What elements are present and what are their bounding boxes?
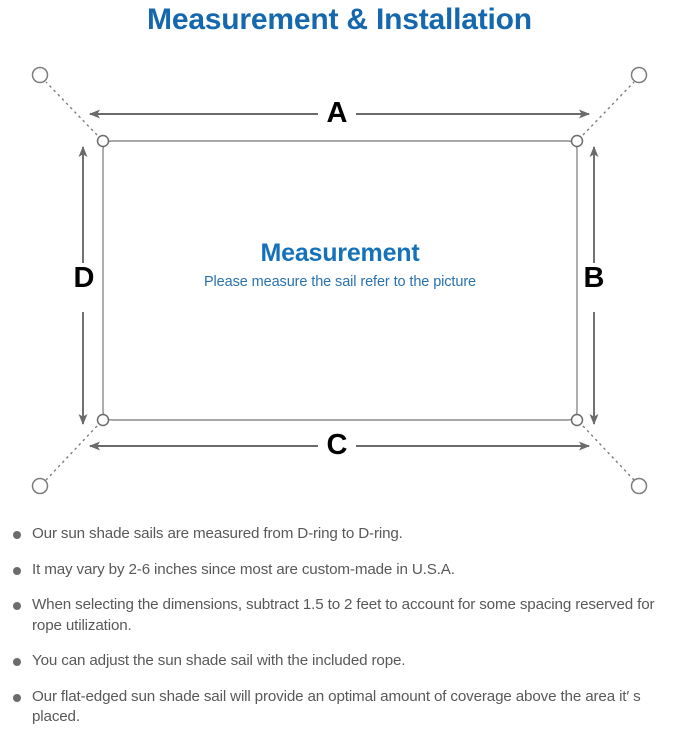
d-ring-bottom-left — [96, 413, 110, 427]
bullet-icon — [13, 602, 21, 610]
bullet-icon — [13, 531, 21, 539]
rope-line-top-right — [582, 81, 635, 136]
note-item: It may vary by 2-6 inches since most are… — [0, 560, 679, 581]
note-text: You can adjust the sun shade sail with t… — [32, 652, 406, 669]
notes-list: Our sun shade sails are measured from D-… — [0, 524, 679, 728]
note-text: When selecting the dimensions, subtract … — [32, 596, 655, 634]
anchor-point-top-right — [630, 66, 648, 84]
note-item: You can adjust the sun shade sail with t… — [0, 651, 679, 672]
dimension-label-c: C — [318, 430, 356, 460]
measurement-heading: Measurement — [260, 239, 420, 267]
diagram-svg — [31, 66, 648, 495]
measurement-caption: Measurement Please measure the sail refe… — [103, 238, 577, 293]
note-text: Our sun shade sails are measured from D-… — [32, 525, 403, 542]
measurement-subtitle: Please measure the sail refer to the pic… — [203, 274, 477, 290]
anchor-point-bottom-right — [630, 477, 648, 495]
page-title: Measurement & Installation — [147, 3, 532, 36]
anchor-point-bottom-left — [31, 477, 49, 495]
bullet-icon — [13, 693, 21, 702]
note-item: Our sun shade sails are measured from D-… — [0, 524, 679, 545]
note-item: Our flat-edged sun shade sail will provi… — [0, 687, 679, 728]
rope-line-bottom-right — [582, 425, 635, 481]
rope-line-bottom-left — [45, 425, 98, 481]
note-text: Our flat-edged sun shade sail will provi… — [32, 687, 641, 726]
anchor-point-top-left — [31, 66, 49, 84]
note-item: When selecting the dimensions, subtract … — [0, 595, 679, 636]
bullet-icon — [13, 566, 21, 575]
d-ring-top-left — [96, 134, 110, 148]
dimension-label-d: D — [68, 263, 100, 293]
d-ring-bottom-right — [570, 413, 584, 427]
d-ring-top-right — [570, 134, 584, 148]
rope-line-top-left — [45, 81, 98, 136]
sail-panel — [102, 140, 578, 421]
dimension-label-b: B — [578, 263, 610, 293]
dimension-label-a: A — [318, 98, 356, 128]
sail-measurement-diagram: A B C D Measurement Please measure the s… — [0, 46, 679, 516]
note-text: It may vary by 2-6 inches since most are… — [32, 560, 455, 578]
bullet-icon — [13, 658, 21, 666]
